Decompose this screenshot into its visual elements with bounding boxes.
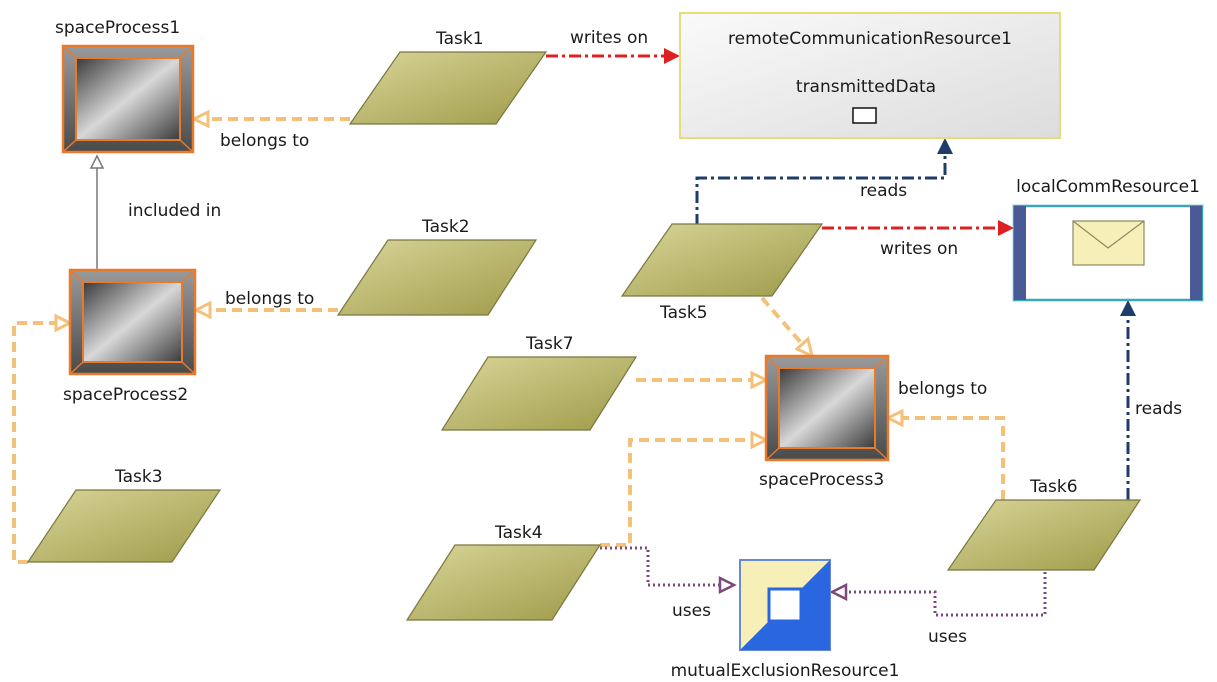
reads-label-task5: reads [860,181,907,201]
task-5[interactable] [620,223,824,297]
space-process-1[interactable] [61,44,195,154]
writes-on-connector-task5[interactable] [822,220,1014,236]
local-comm-resource-label: localCommResource1 [1016,177,1200,197]
belongs-to-connector-task1[interactable] [190,109,350,129]
mutual-exclusion-resource[interactable] [739,559,831,651]
task-3[interactable] [26,489,222,563]
uses-connector-task6[interactable] [829,572,1047,617]
space-process-3-label: spaceProcess3 [759,470,884,490]
task-7[interactable] [440,356,638,431]
included-in-label: included in [128,201,221,221]
task-2-label: Task2 [421,217,470,237]
uses-connector-task4[interactable] [600,546,737,595]
mutual-exclusion-resource-label: mutualExclusionResource1 [671,661,900,681]
transmitted-data-port-icon[interactable] [852,107,877,124]
reads-label-task6: reads [1135,399,1182,419]
uses-label-task4: uses [672,601,711,621]
space-process-2-label: spaceProcess2 [63,385,188,405]
belongs-to-connector-task7[interactable] [636,370,770,390]
transmitted-data-label: transmittedData [796,77,936,97]
task-6-label: Task6 [1029,477,1078,497]
task-1[interactable] [348,51,548,125]
belongs-to-connector-task6[interactable] [884,408,1005,500]
task-2[interactable] [336,239,538,316]
space-process-3[interactable] [764,354,890,462]
task-4-label: Task4 [494,523,543,543]
uses-label-task6: uses [928,627,967,647]
remote-communication-resource-label: remoteCommunicationResource1 [728,29,1012,49]
space-process-1-label: spaceProcess1 [55,18,180,38]
belongs-to-connector-task2[interactable] [192,300,338,320]
belongs-to-connector-task4[interactable] [600,430,770,547]
reads-connector-task5[interactable] [695,138,953,226]
writes-on-connector-task1[interactable] [546,48,680,64]
task-3-label: Task3 [114,467,163,487]
writes-on-label-task5: writes on [880,239,958,259]
included-in-connector[interactable] [89,154,105,270]
writes-on-label-task1: writes on [570,28,648,48]
belongs-to-connector-task5[interactable] [760,296,815,359]
task-4[interactable] [405,544,602,621]
task-6[interactable] [946,499,1142,571]
belongs-to-label-task1: belongs to [220,131,309,151]
envelope-icon [1072,220,1145,266]
task-5-label: Task5 [659,303,708,323]
reads-connector-task6[interactable] [1120,300,1136,500]
belongs-to-connector-task3[interactable] [12,313,74,564]
belongs-to-label-task6: belongs to [898,379,987,399]
task-1-label: Task1 [435,29,484,49]
belongs-to-label-task2: belongs to [225,289,314,309]
task-7-label: Task7 [525,334,574,354]
space-process-2[interactable] [68,268,197,376]
